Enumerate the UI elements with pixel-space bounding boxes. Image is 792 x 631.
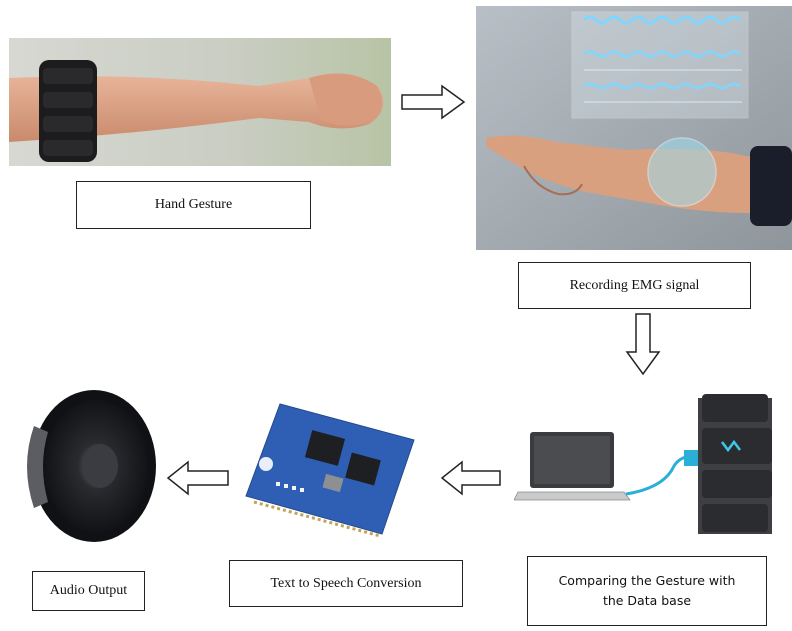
emg-signal-photo [476,6,792,250]
hollow-arrow-icon [625,313,661,376]
text-to-speech-label: Text to Speech Conversion [229,560,463,607]
hollow-arrow-icon [401,84,466,120]
laptop-armband-photo [514,388,788,538]
armband-photo [9,38,391,166]
speaker-photo [14,386,160,546]
hollow-arrow-icon [440,460,501,496]
hollow-arrow-icon [166,460,229,496]
audio-output-label: Audio Output [32,571,145,611]
recording-emg-label: Recording EMG signal [518,262,751,309]
speech-board-photo [240,398,422,538]
hand-gesture-label: Hand Gesture [76,181,311,229]
comparing-gesture-label: Comparing the Gesture with the Data base [527,556,767,626]
